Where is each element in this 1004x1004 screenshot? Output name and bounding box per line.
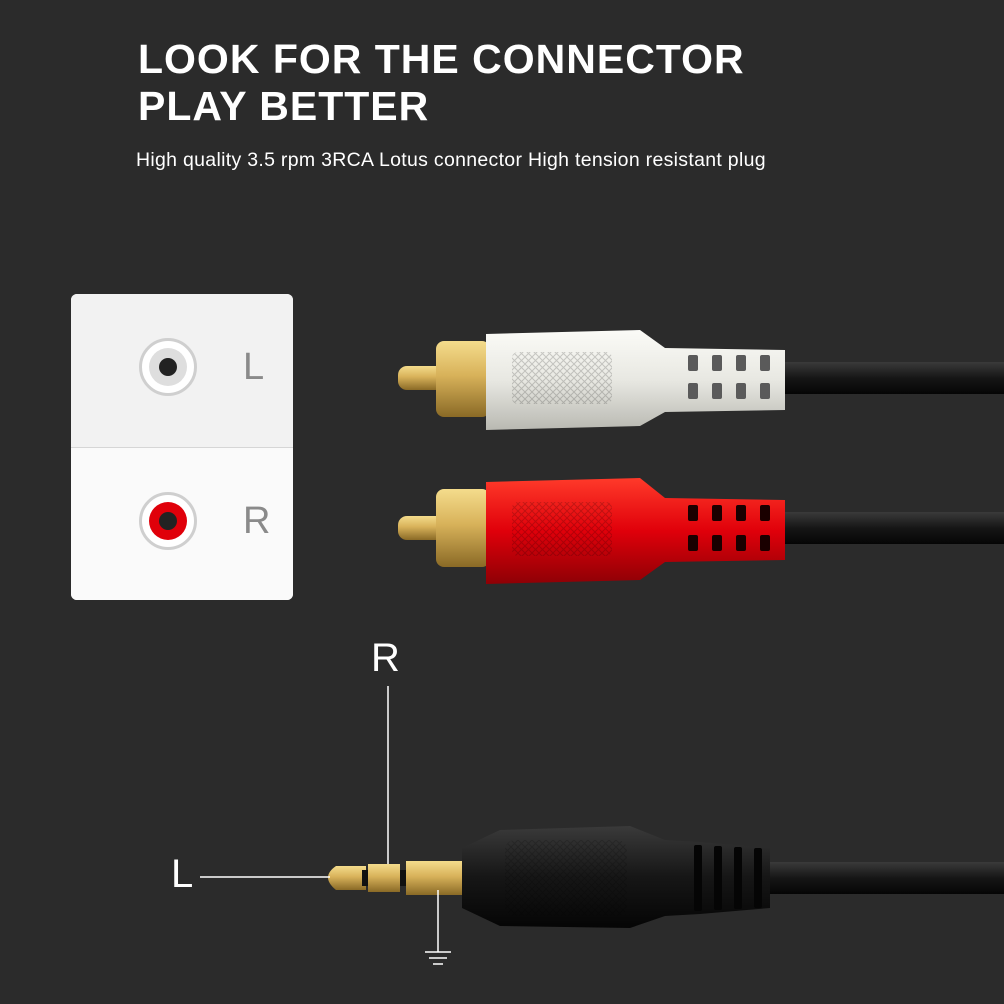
jack-grip <box>505 840 627 916</box>
jack-ring <box>368 864 400 892</box>
white-rca-plug <box>398 330 1004 430</box>
annotation-lines <box>200 686 439 952</box>
left-channel-label: L <box>243 346 265 388</box>
white-plug-shell <box>436 341 490 417</box>
stereo-jack-plug <box>328 826 1004 928</box>
headline-line-1: LOOK FOR THE CONNECTOR <box>138 36 745 82</box>
jack-tip <box>328 866 366 890</box>
jack-sleeve <box>406 861 462 895</box>
red-plug-pin <box>398 516 448 540</box>
red-plug-cable <box>784 512 1004 544</box>
red-plug-shell <box>436 489 490 567</box>
white-plug-pin <box>398 366 448 390</box>
jack-cable <box>770 862 1004 894</box>
ground-icon <box>425 951 451 965</box>
ring-label: R <box>371 636 400 680</box>
right-channel-label: R <box>243 500 271 542</box>
tip-label: L <box>171 852 194 896</box>
white-plug-grip <box>512 352 612 404</box>
right-channel-row: R <box>71 447 293 600</box>
left-channel-row: L <box>71 294 293 447</box>
red-jack-icon <box>139 492 197 550</box>
headline-line-2: PLAY BETTER <box>138 83 430 129</box>
red-plug-grip <box>512 502 612 556</box>
white-jack-icon <box>139 338 197 396</box>
subtitle: High quality 3.5 rpm 3RCA Lotus connecto… <box>136 149 766 171</box>
white-plug-cable <box>784 362 1004 394</box>
red-rca-plug <box>398 478 1004 584</box>
headline: LOOK FOR THE CONNECTOR PLAY BETTER <box>138 36 745 130</box>
channel-legend-panel: L R <box>71 294 293 600</box>
